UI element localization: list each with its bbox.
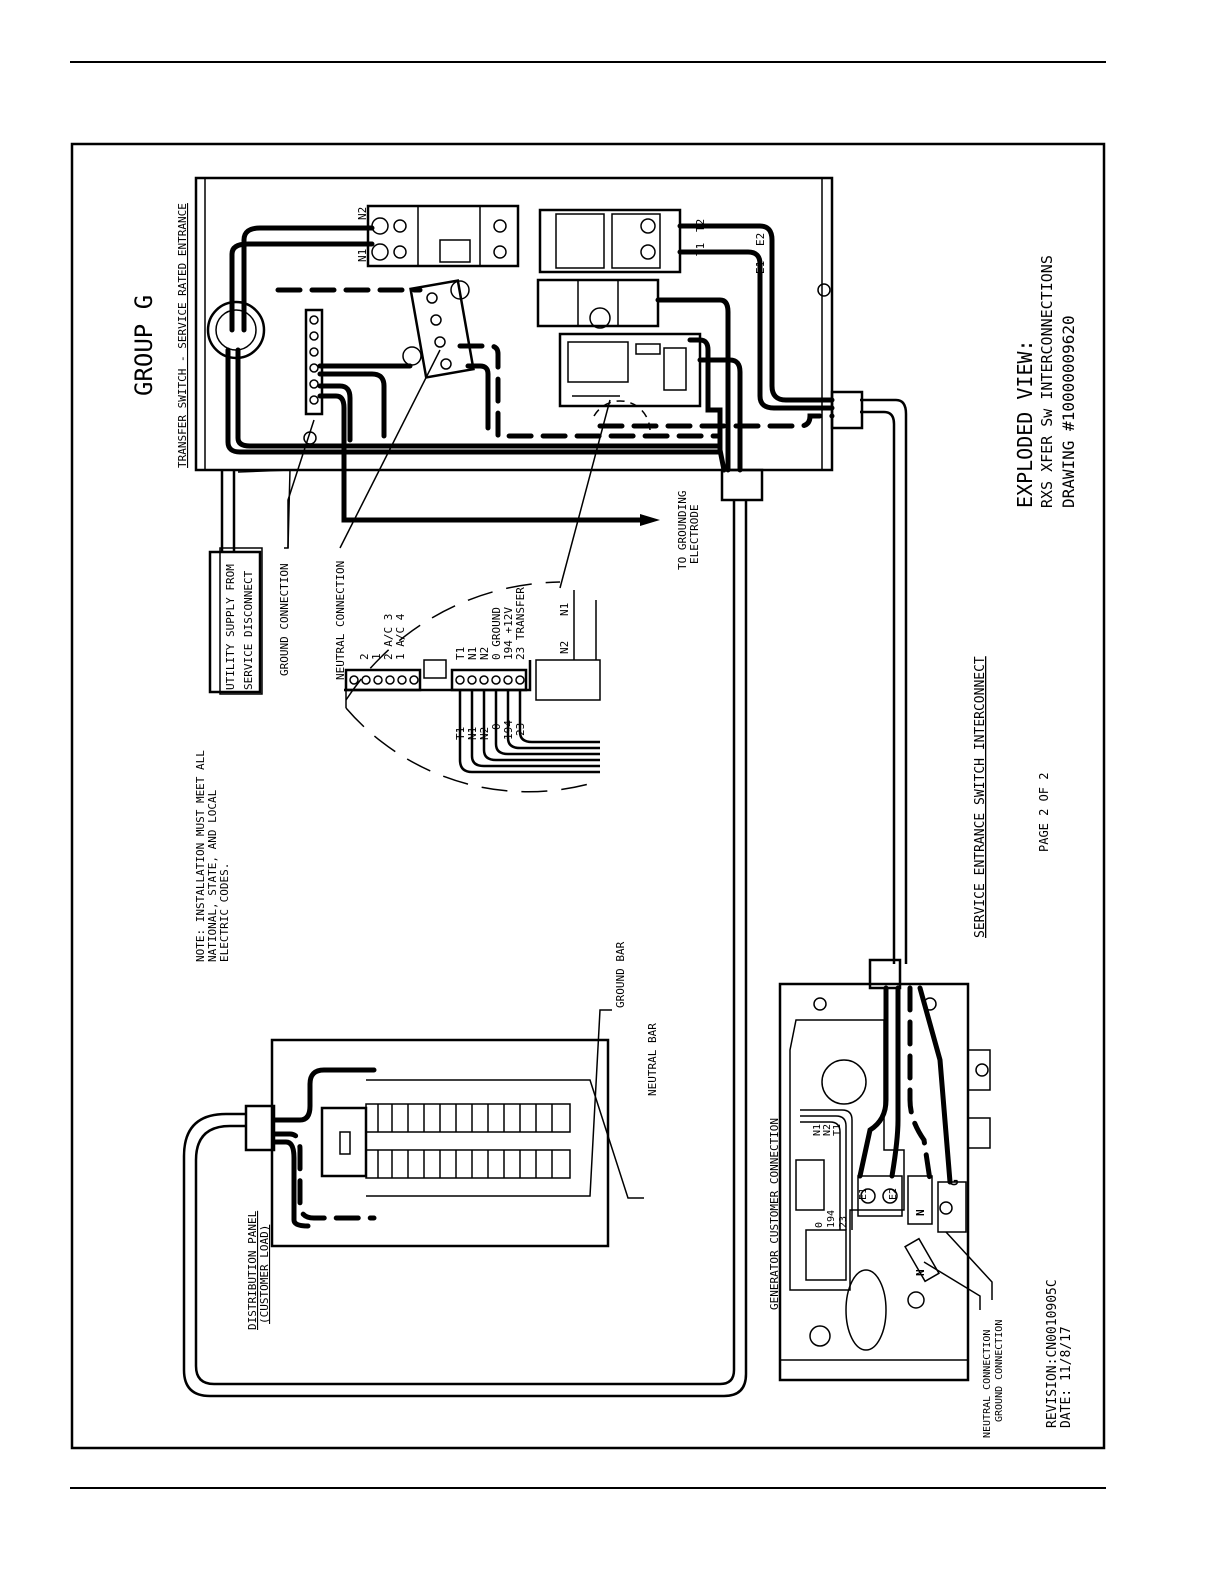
utility-supply-conduit <box>208 470 262 694</box>
utility-label-2: SERVICE DISCONNECT <box>242 570 255 690</box>
conduit-to-panel <box>194 500 736 1386</box>
grounding-label-2: ELECTRODE <box>688 504 701 564</box>
transfer-switch-enclosure <box>194 176 864 589</box>
conduit-fitting-bottom <box>720 468 764 502</box>
terminal-n1: N1 <box>356 249 369 262</box>
arrow-icon <box>640 514 660 526</box>
signal-label: 194 +12V <box>502 607 515 660</box>
conduit-to-generator <box>860 398 908 964</box>
revision: REVISION:CN0010905C <box>1045 1279 1060 1428</box>
distribution-panel <box>244 1038 610 1248</box>
wire-tag: N1 <box>466 727 479 740</box>
gen-ground-label: GROUND CONNECTION <box>994 1320 1005 1422</box>
title-line-1: EXPLODED VIEW: <box>1013 339 1037 508</box>
neutral-bar-label: NEUTRAL BAR <box>646 1023 659 1096</box>
ac-label: 1 <box>370 653 383 660</box>
section-title: SERVICE ENTRANCE SWITCH INTERCONNECT <box>973 656 988 938</box>
gen-n-label: N <box>914 1209 927 1216</box>
ac-label: 1 A/C 4 <box>394 613 407 660</box>
gen-wire-label: N2 <box>822 1124 833 1136</box>
drawing-frame <box>70 142 1106 1450</box>
gen-n-block-label: N <box>914 1269 927 1276</box>
gen-e2-label: E2 <box>888 1188 899 1200</box>
gen-e1-label: E1 <box>858 1188 869 1200</box>
page-number: PAGE 2 OF 2 <box>1037 773 1051 852</box>
ac-label: 2 <box>358 653 371 660</box>
gen-wire-label: N1 <box>812 1124 823 1136</box>
ground-bar-label: GROUND BAR <box>614 941 627 1008</box>
signal-label: 23 TRANSFER <box>514 587 527 660</box>
terminal-e2: E2 <box>754 233 767 246</box>
generator-connection-box <box>778 958 991 1382</box>
gen-wire-label: T1 <box>832 1124 843 1136</box>
transfer-contactor <box>536 208 682 329</box>
gen-wire-label: 0 <box>814 1222 825 1228</box>
terminal-t2: T2 <box>694 219 707 232</box>
dist-panel-label-1: DISTRIBUTION PANEL <box>246 1210 259 1330</box>
neutral-bar-leader <box>574 1079 644 1199</box>
neutral-connection-leader <box>339 349 441 549</box>
note-line-2: NATIONAL, STATE, AND LOCAL <box>206 789 219 962</box>
switch-caption: TRANSFER SWITCH - SERVICE RATED ENTRANCE <box>176 203 189 468</box>
gen-wire-label: 23 <box>838 1216 849 1228</box>
note-line-1: NOTE: INSTALLATION MUST MEET ALL <box>194 750 207 962</box>
gen-neutral-label: NEUTRAL CONNECTION <box>982 1330 993 1438</box>
wire-tag: N2 <box>478 727 491 740</box>
control-board <box>558 332 702 408</box>
terminal-n2: N2 <box>356 207 369 220</box>
wire-tag: 194 <box>502 720 515 740</box>
group-label: GROUP G <box>130 295 158 396</box>
terminal-t1: T1 <box>694 243 707 256</box>
ground-connection-leader <box>237 469 291 549</box>
wire-tag: T1 <box>454 727 467 740</box>
terminal-detail-zoom <box>344 581 601 793</box>
signal-label: 0 GROUND <box>490 607 503 660</box>
signal-label: T1 <box>454 647 467 660</box>
board-n2-label: N2 <box>558 641 571 654</box>
gen-wire-label: 194 <box>826 1210 837 1228</box>
terminal-e1: E1 <box>754 261 767 274</box>
wire-tag: 23 <box>514 723 527 736</box>
grounding-label-1: TO GROUNDING <box>676 491 689 570</box>
utility-label-box <box>219 547 263 695</box>
wire-tag: 0 <box>490 723 503 730</box>
generator-connection-label: GENERATOR CUSTOMER CONNECTION <box>768 1118 781 1310</box>
signal-label: N2 <box>478 647 491 660</box>
date: DATE: 11/8/17 <box>1059 1326 1074 1428</box>
title-line-2: RXS XFER Sw INTERCONNECTIONS <box>1038 255 1056 508</box>
conduit-fitting-right <box>830 390 864 430</box>
neutral-connection-label: NEUTRAL CONNECTION <box>334 561 347 680</box>
title-line-3: DRAWING #10000009620 <box>1059 315 1078 508</box>
utility-label-1: UTILITY SUPPLY FROM <box>224 564 237 690</box>
gen-g-label: G <box>948 1179 961 1186</box>
ac-terminal-block <box>344 668 422 692</box>
ac-label: 2 A/C 3 <box>382 614 395 660</box>
board-n1-label: N1 <box>558 603 571 616</box>
main-breaker <box>366 204 520 268</box>
note-line-3: ELECTRIC CODES. <box>218 863 231 962</box>
dist-panel-label-2: (CUSTOMER LOAD) <box>258 1225 271 1324</box>
ground-connection-label: GROUND CONNECTION <box>278 563 291 676</box>
signal-label: N1 <box>466 647 479 660</box>
ground-bar-leader <box>574 1009 612 1197</box>
signal-terminal-block <box>450 668 528 692</box>
neutral-lug-block <box>402 279 475 379</box>
